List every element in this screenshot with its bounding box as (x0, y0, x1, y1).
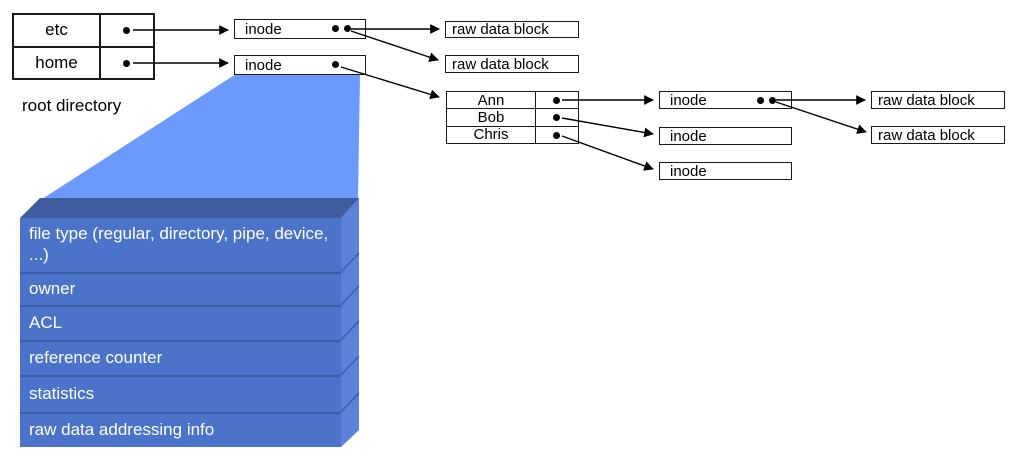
inode-field-label: owner (29, 279, 76, 299)
pointer-dot (769, 97, 776, 104)
entry-name: Bob (447, 109, 536, 126)
inode-label: inode (245, 20, 282, 38)
pointer-dot (553, 132, 560, 139)
inode-label: inode (245, 56, 282, 74)
inode-field-row: raw data addressing info (20, 412, 341, 447)
inode-field-row: reference counter (20, 340, 341, 375)
inode-field-label: raw data addressing info (29, 420, 215, 440)
raw-data-block-4: raw data block (871, 126, 1005, 144)
raw-data-block-label: raw data block (452, 21, 549, 38)
inode-box-bob: inode (659, 127, 792, 145)
inode-field-label: statistics (29, 384, 95, 404)
entry-name: etc (14, 15, 101, 46)
pointer-dot (344, 25, 351, 32)
raw-data-block-label: raw data block (452, 55, 549, 73)
pointer-dot (123, 27, 130, 34)
inode-box-home: inode (234, 55, 366, 75)
inode-field-row: ACL (20, 305, 341, 340)
root-directory-caption: root directory (22, 96, 122, 115)
entry-name: home (14, 47, 101, 78)
inode-label: inode (670, 91, 707, 109)
inode-label: inode (670, 127, 707, 145)
directory-entry-row: etc (14, 15, 153, 46)
directory-entry-row: Bob (447, 108, 578, 126)
root-directory-table: etc home (12, 13, 155, 80)
raw-data-block-1: raw data block (445, 21, 579, 38)
inode-field-row: file type (regular, directory, pipe, dev… (20, 218, 341, 272)
inode-field-label: reference counter (29, 348, 163, 368)
raw-data-block-2: raw data block (445, 55, 579, 73)
directory-entry-row: home (14, 45, 153, 78)
pointer-dot (332, 61, 339, 68)
inode-label: inode (670, 162, 707, 180)
inode-field-row: statistics (20, 375, 341, 412)
pointer-dot (757, 97, 764, 104)
zoom-funnel (42, 74, 360, 199)
pointer-dot (553, 114, 560, 121)
inode-stack-side-face (341, 198, 359, 447)
pointer-dot (553, 97, 560, 104)
inode-stack-top-face (20, 198, 359, 218)
raw-data-block-label: raw data block (878, 126, 975, 144)
inode-box-etc: inode (234, 19, 366, 39)
stack-side-divider-lines (340, 252, 360, 413)
entry-name: Ann (447, 92, 536, 109)
raw-data-block-label: raw data block (878, 91, 975, 109)
inode-box-ann: inode (659, 91, 792, 109)
inode-box-chris: inode (659, 162, 792, 180)
entry-name: Chris (447, 126, 536, 143)
directory-entry-row: Chris (447, 125, 578, 143)
directory-entry-row: Ann (447, 92, 578, 109)
raw-data-block-3: raw data block (871, 91, 1005, 109)
pointer-dot (332, 25, 339, 32)
inode-field-label: file type (regular, directory, pipe, dev… (29, 224, 329, 264)
inode-field-label: ACL (29, 313, 63, 333)
inode-field-row: owner (20, 272, 341, 305)
pointer-dot (123, 60, 130, 67)
inode-structure-stack: file type (regular, directory, pipe, dev… (20, 218, 341, 447)
